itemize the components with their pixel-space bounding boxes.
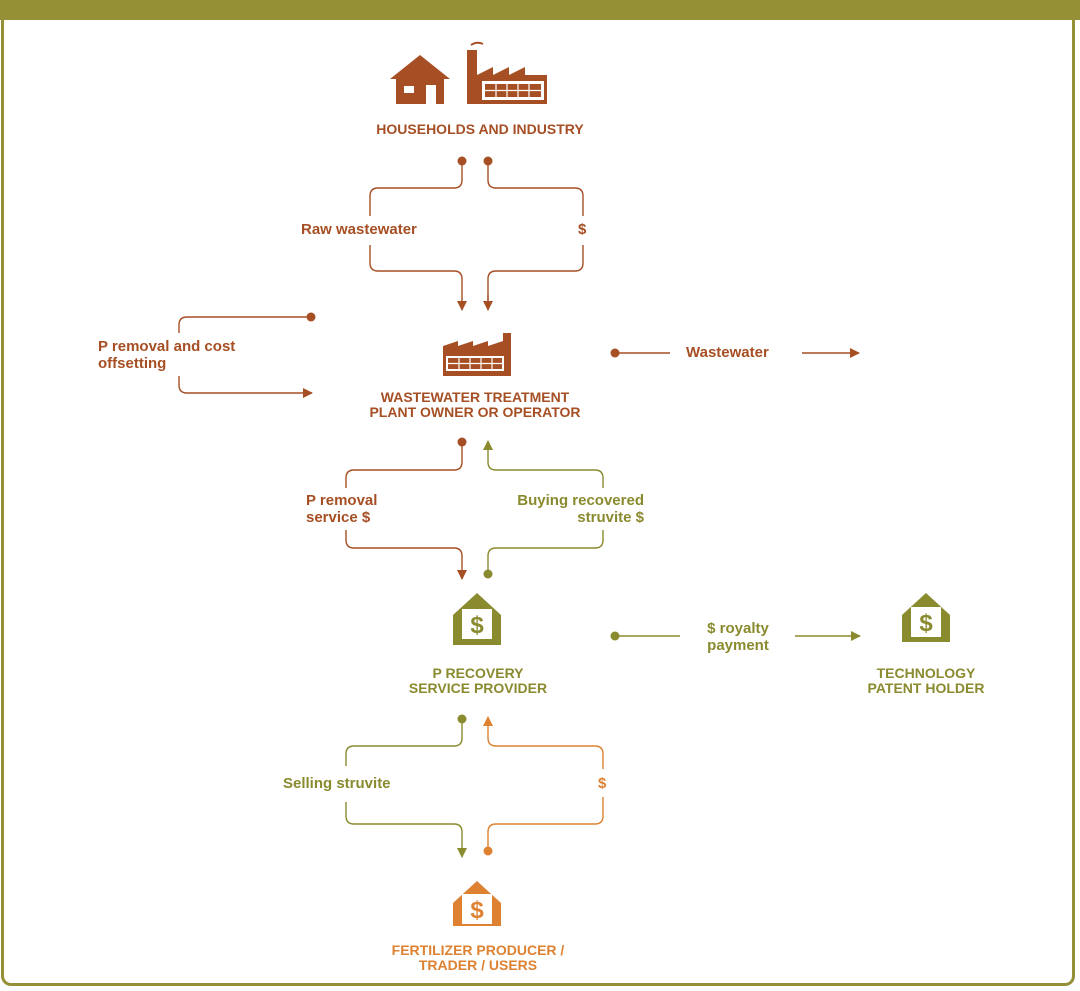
raw-wastewater-connector	[369, 156, 467, 311]
flow-label-fertilizer-payment: $	[598, 775, 607, 792]
dollar-house-icon: $	[902, 593, 950, 642]
flow-label-p-removal-service-line1: P removal	[306, 492, 378, 509]
wwtp-label: WASTEWATER TREATMENT PLANT OWNER OR OPER…	[305, 390, 645, 420]
flow-label-raw-wastewater: Raw wastewater	[301, 221, 417, 238]
p-removal-service-connector	[345, 437, 467, 580]
fertilizer-label-line2: TRADER / USERS	[418, 957, 538, 973]
households-label: HOUSEHOLDS AND INDUSTRY	[376, 121, 584, 137]
patent-label: TECHNOLOGY PATENT HOLDER	[826, 666, 1026, 696]
recovery-label-line2: SERVICE PROVIDER	[408, 680, 548, 696]
factory-icon	[467, 41, 547, 104]
patent-label-line1: TECHNOLOGY	[876, 665, 976, 681]
wwtp-label-line2: PLANT OWNER OR OPERATOR	[369, 404, 581, 420]
svg-text:$: $	[919, 610, 933, 637]
household-payment-connector	[483, 156, 584, 311]
svg-text:$: $	[470, 897, 484, 924]
wwtp-label-line1: WASTEWATER TREATMENT	[380, 389, 570, 405]
flow-label-buying-struvite-line2: struvite $	[577, 509, 644, 526]
flow-label-selling-struvite: Selling struvite	[283, 775, 391, 792]
header-bar	[0, 0, 1080, 20]
factory-icon	[443, 333, 511, 376]
svg-text:$: $	[470, 612, 484, 639]
flow-label-wastewater: Wastewater	[686, 344, 769, 361]
cost-offsetting-connector	[178, 312, 316, 398]
flow-label-buying-struvite-line1: Buying recovered	[517, 492, 644, 509]
fertilizer-payment-connector	[483, 716, 604, 856]
fertilizer-label: FERTILIZER PRODUCER / TRADER / USERS	[340, 943, 616, 973]
recovery-label-line1: P RECOVERY	[432, 665, 524, 681]
flow-label-p-removal-cost-line2: offsetting	[98, 355, 167, 372]
flow-label-p-removal-cost: P removal and cost offsetting	[98, 338, 235, 372]
flow-label-royalty: $ royalty payment	[682, 620, 794, 654]
recovery-label: P RECOVERY SERVICE PROVIDER	[350, 666, 606, 696]
flow-label-buying-struvite: Buying recovered struvite $	[500, 492, 644, 526]
flow-label-p-removal-service-line2: service $	[306, 509, 371, 526]
flow-label-p-removal-cost-line1: P removal and cost	[98, 338, 236, 355]
wastewater-out-connector	[610, 348, 860, 358]
house-icon	[390, 55, 450, 104]
buying-struvite-connector	[483, 440, 604, 579]
selling-struvite-connector	[345, 714, 467, 858]
fertilizer-label-line1: FERTILIZER PRODUCER /	[391, 942, 565, 958]
flow-label-households-payment: $	[578, 221, 587, 238]
patent-label-line2: PATENT HOLDER	[867, 680, 985, 696]
dollar-house-icon: $	[453, 881, 501, 926]
flow-label-royalty-line1: $ royalty	[707, 620, 769, 637]
flow-label-p-removal-service: P removal service $	[306, 492, 377, 526]
royalty-connector	[610, 631, 861, 641]
flow-label-royalty-line2: payment	[707, 637, 769, 654]
dollar-house-icon: $	[453, 593, 501, 645]
